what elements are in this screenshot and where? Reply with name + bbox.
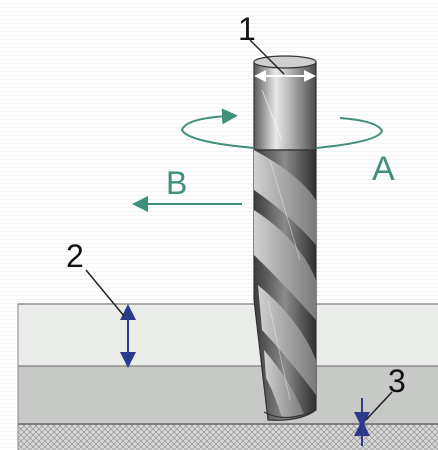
leader-line-1 [249, 39, 285, 75]
label-a: A [372, 150, 395, 188]
label-b: B [166, 165, 187, 201]
base-layer [18, 424, 438, 450]
label-1: 1 [238, 11, 256, 47]
rotation-arrow [180, 108, 384, 149]
top-layer [18, 304, 438, 366]
label-3: 3 [388, 363, 406, 399]
end-mill [253, 55, 317, 421]
leader-line-2 [85, 269, 125, 317]
middle-layer [18, 366, 438, 424]
label-2: 2 [66, 238, 84, 274]
leader-line-3 [365, 391, 393, 421]
